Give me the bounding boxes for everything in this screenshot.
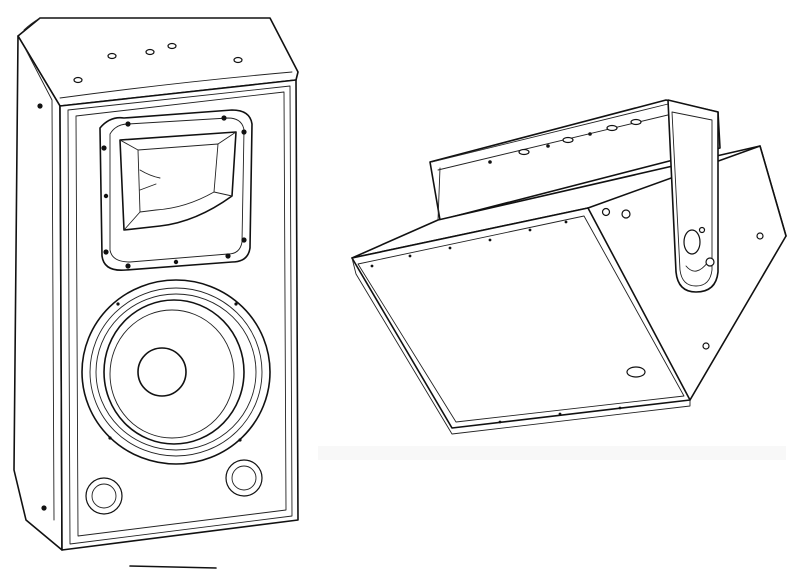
cabinet-left-side: [13, 35, 63, 551]
lf-woofer: [81, 279, 271, 465]
bass-ports: [85, 459, 263, 515]
mount-housing-holes: [488, 118, 642, 164]
grille-rivets: [370, 220, 622, 424]
ceiling-mount-speaker: [318, 99, 787, 460]
front-view-speaker: [13, 17, 299, 569]
top-mounting-points: [73, 42, 243, 84]
mounting-bracket: [667, 99, 719, 293]
hf-horn: [99, 109, 253, 272]
bracket-adjust-slot: [683, 226, 715, 272]
